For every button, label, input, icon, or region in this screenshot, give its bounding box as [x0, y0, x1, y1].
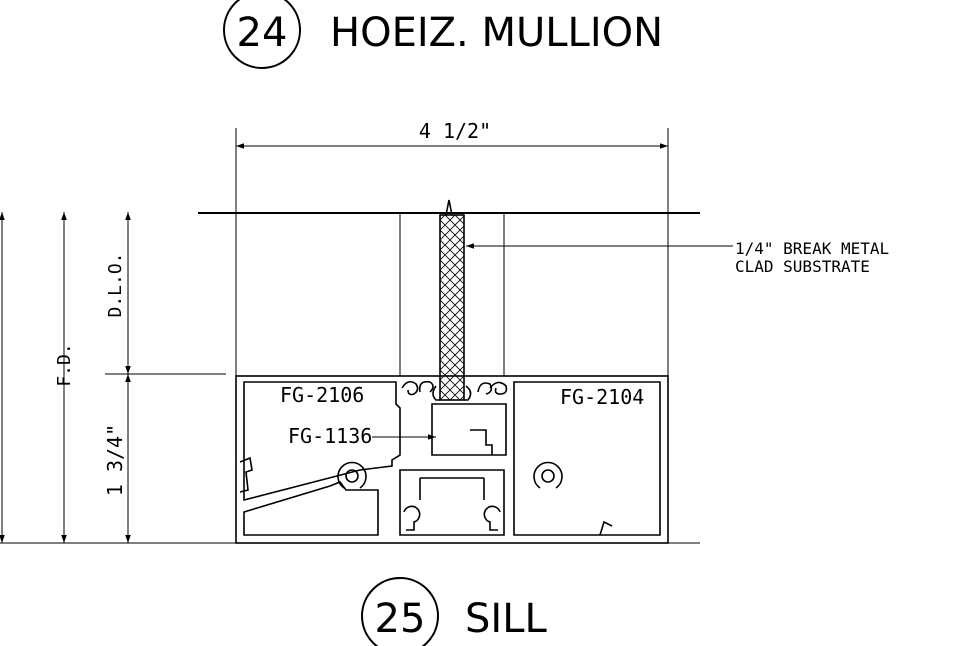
top-title: 24 HOEIZ. MULLION: [223, 0, 663, 69]
bottom-title: 25 SILL: [361, 577, 547, 646]
break-metal-substrate: [439, 199, 465, 401]
detail-number-circle: [223, 0, 301, 69]
detail-number-circle-bottom: [361, 577, 439, 646]
substrate-callout-line2: CLAD SUBSTRATE: [735, 257, 870, 276]
part-label-right: FG-2104: [560, 385, 644, 409]
width-dimension: 4 1/2": [235, 119, 669, 212]
substrate-callout-line1: 1/4" BREAK METAL: [735, 239, 889, 258]
fd-label: F.D.: [54, 343, 75, 386]
detail-number: 24: [237, 10, 288, 56]
substrate-callout: 1/4" BREAK METAL CLAD SUBSTRATE: [466, 239, 889, 276]
sill-frame-profile: [235, 375, 669, 544]
height-dimension-label: 1 3/4": [103, 424, 127, 496]
part-label-left: FG-2106: [280, 383, 364, 407]
part-center-callout: FG-1136: [288, 424, 436, 448]
detail-title-bottom: SILL: [465, 596, 547, 642]
detail-number-bottom: 25: [375, 596, 426, 642]
width-dimension-label: 4 1/2": [419, 119, 491, 143]
dlo-label: D.L.O.: [105, 252, 126, 317]
part-label-center: FG-1136: [288, 424, 372, 448]
detail-title: HOEIZ. MULLION: [330, 10, 663, 56]
